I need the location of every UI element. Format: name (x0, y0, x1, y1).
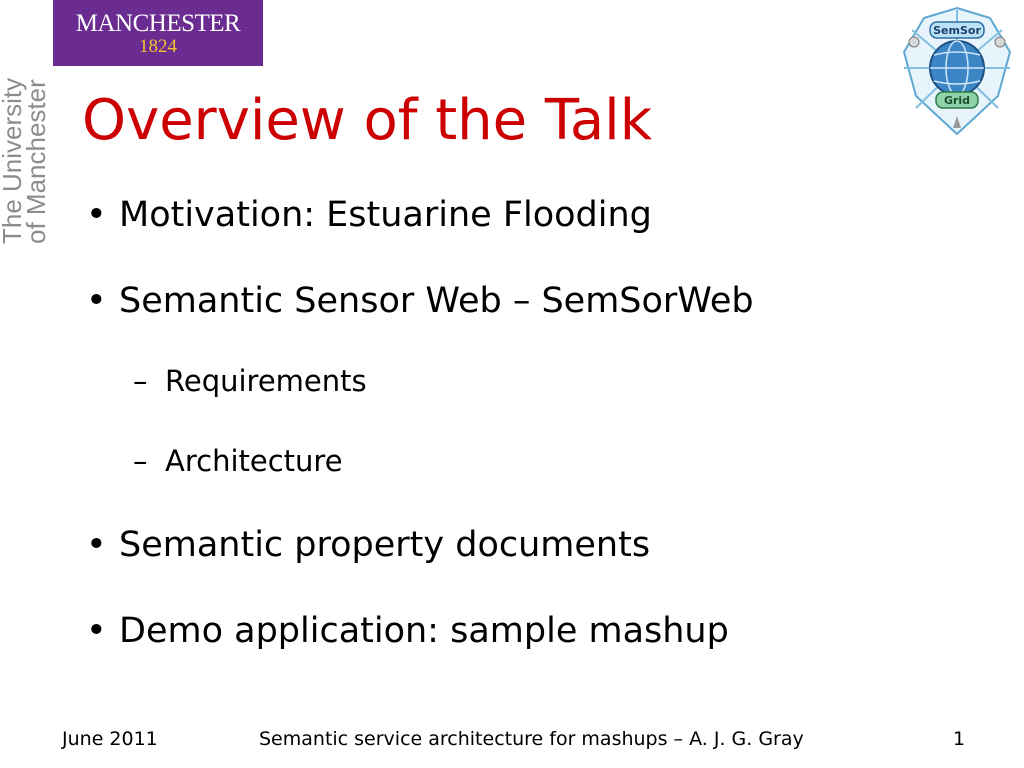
sub-bullet-marker: – (133, 364, 148, 398)
bullet-text: Semantic Sensor Web – SemSorWeb (119, 281, 754, 321)
footer-page-number: 1 (953, 728, 966, 750)
project-logo-bottom-text: Grid (944, 94, 970, 107)
footer-date: June 2011 (62, 728, 158, 750)
footer-title: Semantic service architecture for mashup… (259, 728, 804, 750)
bullet-item: • Demo application: sample mashup (86, 609, 729, 653)
manchester-logo: MANCHESTER 1824 (53, 0, 263, 66)
bullet-text: Demo application: sample mashup (119, 611, 729, 651)
bullet-item: • Motivation: Estuarine Flooding (86, 193, 652, 237)
bullet-marker: • (86, 195, 107, 235)
semsorgrid-logo: SemSor Grid (898, 4, 1016, 136)
sub-bullet-marker: – (133, 444, 148, 478)
sub-bullet-text: Requirements (165, 364, 367, 398)
bullet-marker: • (86, 525, 107, 565)
sub-bullet-item: – Requirements (133, 363, 367, 399)
semsorgrid-globe-icon: SemSor Grid (902, 6, 1012, 136)
logo-year: 1824 (139, 36, 177, 57)
slide-title: Overview of the Talk (82, 88, 653, 153)
sub-bullet-item: – Architecture (133, 443, 343, 479)
sub-bullet-text: Architecture (165, 444, 343, 478)
bullet-text: Semantic property documents (119, 525, 651, 565)
bullet-item: • Semantic property documents (86, 523, 650, 567)
bullet-text: Motivation: Estuarine Flooding (119, 195, 652, 235)
project-logo-top-text: SemSor (933, 24, 981, 37)
bullet-item: • Semantic Sensor Web – SemSorWeb (86, 279, 754, 323)
logo-name: MANCHESTER (75, 10, 241, 37)
bullet-marker: • (86, 281, 107, 321)
bullet-marker: • (86, 611, 107, 651)
